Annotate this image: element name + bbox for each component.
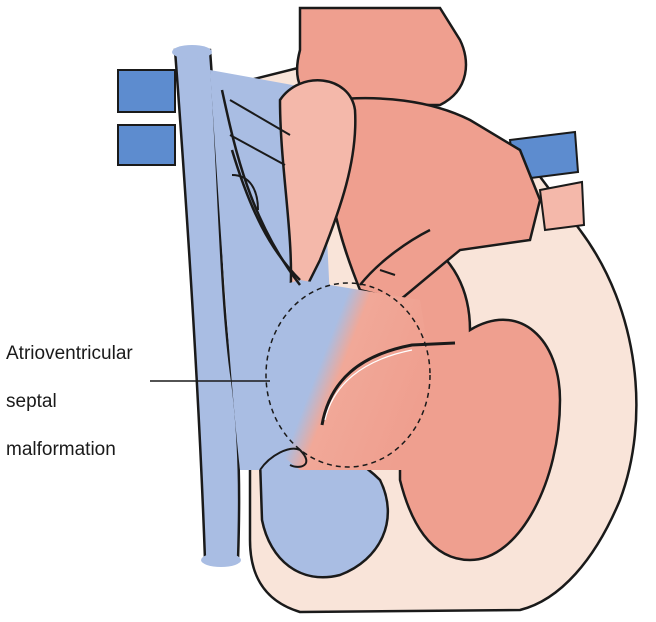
aorta bbox=[295, 6, 468, 107]
callout-label-line-3: malformation bbox=[6, 439, 116, 460]
inner-vessel-line-4 bbox=[229, 134, 286, 166]
left-ventricle bbox=[398, 228, 562, 562]
leaflet-left bbox=[359, 228, 431, 286]
inner-vessel-line-3 bbox=[229, 99, 291, 136]
inner-vessel-line-2 bbox=[230, 149, 301, 281]
lower-wall-contour bbox=[259, 447, 308, 471]
pulmonary-vein-right-lower bbox=[538, 180, 586, 232]
callout-label: Atrioventricular septal malformation bbox=[6, 318, 206, 486]
vena-cava-top bbox=[172, 45, 212, 59]
vena-cava bbox=[173, 48, 241, 562]
pulmonary-artery bbox=[278, 79, 357, 302]
callout-label-line-2: septal bbox=[6, 391, 57, 412]
av-septal-defect-line-inner bbox=[324, 349, 413, 421]
vena-cava-bottom bbox=[201, 553, 241, 567]
inner-vessel-line-5 bbox=[231, 174, 259, 211]
septum bbox=[230, 280, 440, 470]
pulmonary-vein-lower bbox=[117, 124, 176, 166]
callout-label-line-1: Atrioventricular bbox=[6, 343, 133, 364]
av-septal-defect-line bbox=[320, 341, 456, 426]
leaflet-right bbox=[379, 269, 396, 276]
malformation-highlight-circle bbox=[265, 282, 431, 468]
pulmonary-vein-upper bbox=[117, 69, 176, 113]
